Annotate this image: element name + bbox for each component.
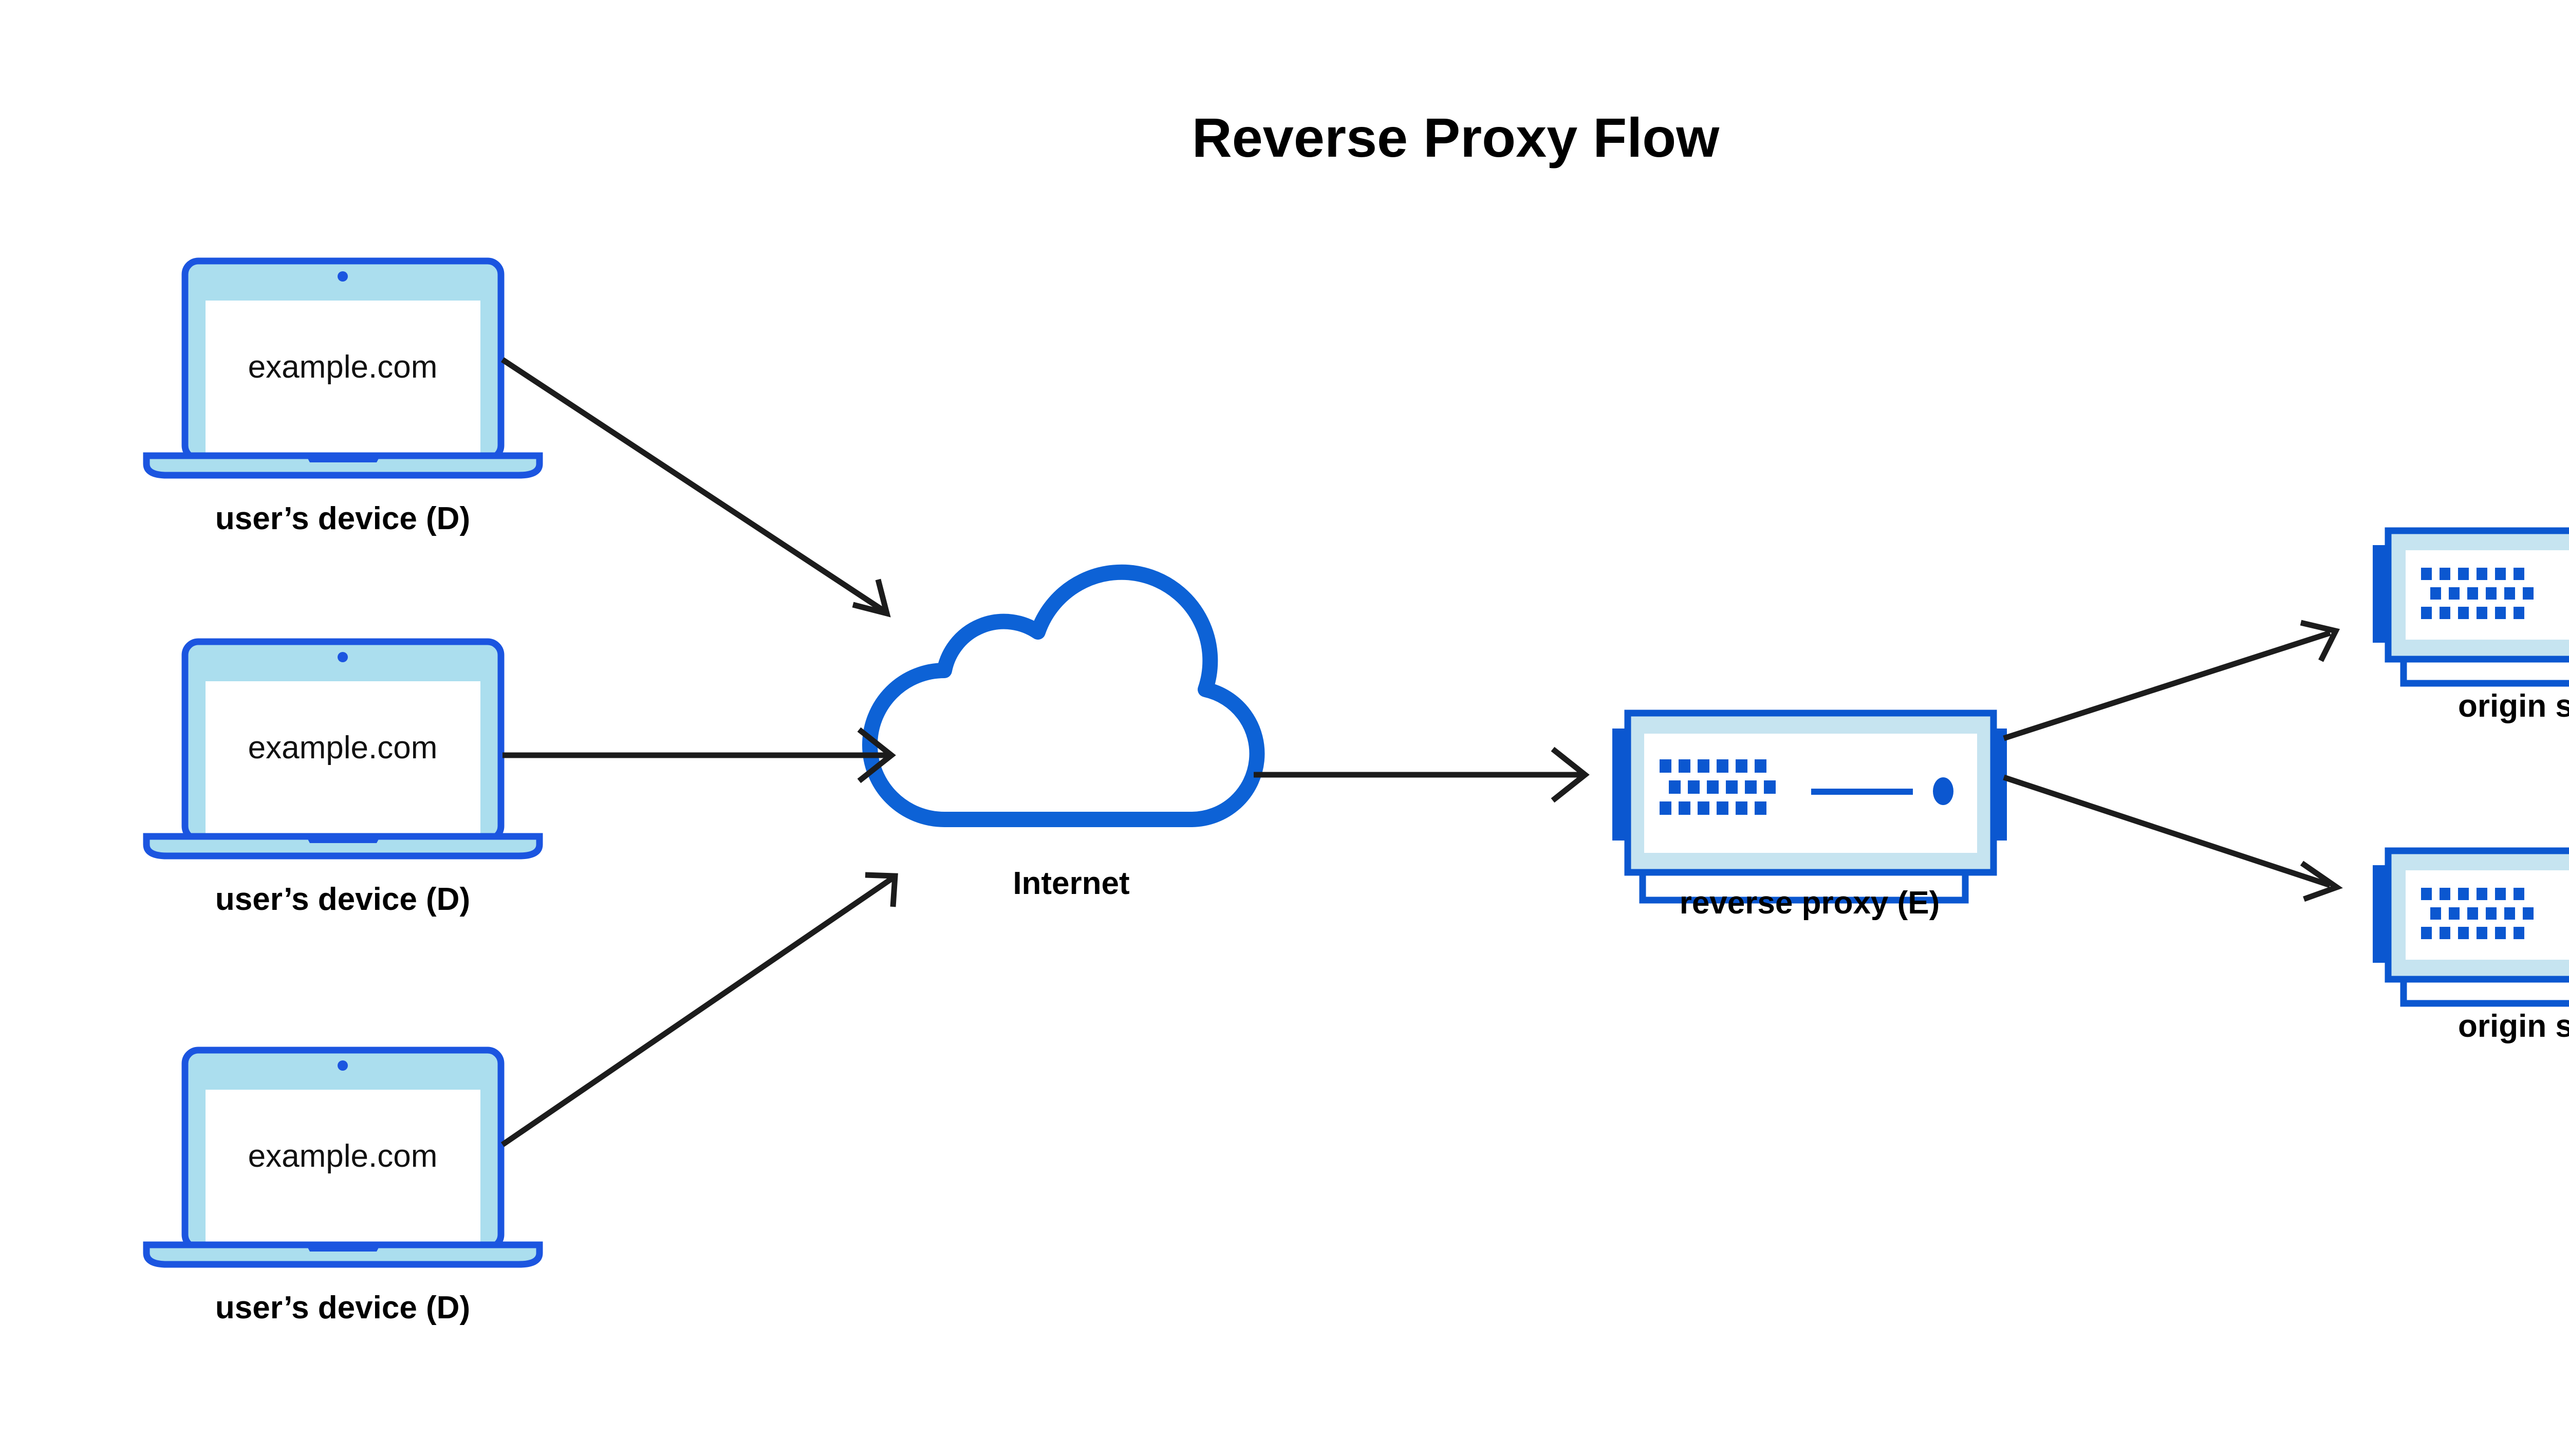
laptop-screen-url: example.com: [248, 1138, 438, 1174]
server-base-shelf: [1639, 872, 1969, 904]
server-icon-origin-top[interactable]: origin server (F): [2373, 527, 2569, 724]
server-icon-origin-bottom[interactable]: origin server (F): [2373, 847, 2569, 1044]
laptop-trackpad-notch: [306, 456, 380, 462]
laptop-screen: [206, 1090, 480, 1249]
server-base-shelf: [2400, 979, 2569, 1007]
cloud-icon-internet[interactable]: Internet: [862, 564, 1265, 901]
server-port-grid: [2421, 888, 2534, 939]
laptop-screen: [206, 681, 480, 841]
server-icon-reverse-proxy[interactable]: reverse proxy (E): [1612, 710, 2007, 921]
page-title: Reverse Proxy Flow: [1192, 106, 1720, 169]
webcam-dot-icon: [338, 271, 348, 282]
arrow-icon-cloud-to-proxy: [1254, 746, 1590, 803]
webcam-dot-icon: [338, 652, 348, 662]
laptop-screen-url: example.com: [248, 349, 438, 385]
laptop-base: [143, 452, 543, 479]
laptop-trackpad-notch: [306, 1245, 380, 1252]
laptop-screen: [206, 301, 480, 460]
laptop-base: [143, 1241, 543, 1268]
arrow-icon-proxy-to-origin-top: [2003, 620, 2340, 741]
device-top-label: user’s device (D): [215, 501, 470, 536]
server-port-grid: [1660, 759, 1776, 815]
webcam-dot-icon: [338, 1060, 348, 1071]
arrow-icon-device-top-to-cloud: [500, 357, 891, 618]
laptop-icon-device-middle[interactable]: example.com user’s device (D): [143, 638, 543, 917]
laptop-base: [143, 833, 543, 860]
laptop-icon-device-bottom[interactable]: example.com user’s device (D): [143, 1047, 543, 1326]
server-port-grid: [2421, 568, 2534, 619]
arrow-icon-device-middle-to-cloud: [502, 727, 896, 783]
arrow-icon-proxy-to-origin-bottom: [2003, 774, 2343, 902]
device-middle-label: user’s device (D): [215, 882, 470, 917]
server-base-shelf: [2400, 659, 2569, 687]
reverse-proxy-label: reverse proxy (E): [1680, 885, 1940, 921]
arrow-icon-device-bottom-to-cloud: [500, 872, 898, 1147]
server-status-dot: [1933, 777, 1953, 805]
device-bottom-label: user’s device (D): [215, 1290, 470, 1326]
internet-label: Internet: [1013, 866, 1129, 901]
cloud-shape: [862, 564, 1265, 827]
laptop-trackpad-notch: [306, 836, 380, 843]
origin-top-label: origin server (F): [2458, 688, 2569, 724]
laptop-screen-url: example.com: [248, 730, 438, 766]
laptop-icon-device-top[interactable]: example.com user’s device (D): [143, 257, 543, 536]
server-status-line: [1811, 789, 1913, 795]
origin-bottom-label: origin server (F): [2458, 1009, 2569, 1044]
